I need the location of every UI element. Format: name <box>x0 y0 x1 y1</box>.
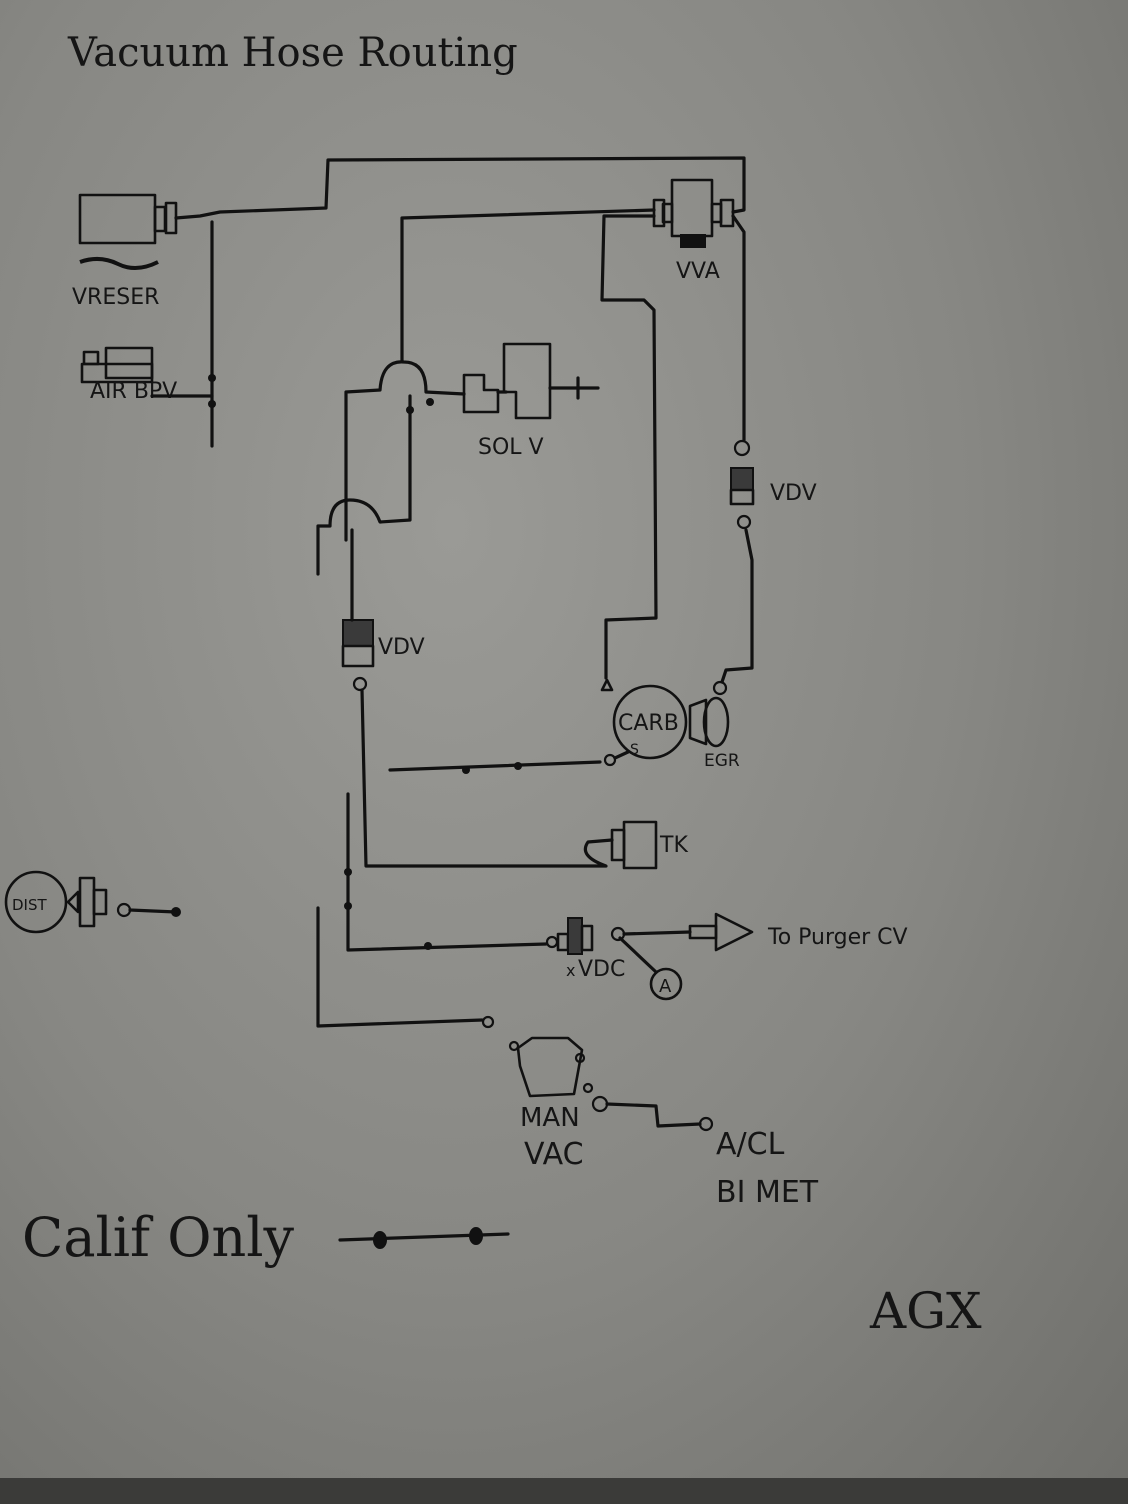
tk-component: TK <box>610 820 688 870</box>
vdv-left-component: VDV <box>341 619 425 692</box>
circle-a-marker: A <box>649 967 683 1001</box>
vreser-component: VRESER <box>72 193 178 310</box>
vdv-right-label: VDV <box>770 481 817 506</box>
vdc-label: VDC <box>578 957 625 982</box>
vreser-label: VRESER <box>72 285 159 310</box>
purge-cv-component: To Purger CV <box>688 912 908 952</box>
circle-a-label: A <box>659 976 672 997</box>
vdc-component: x VDC <box>545 917 625 982</box>
tk-label: TK <box>659 833 688 858</box>
manifold-vacuum-component: MAN VAC <box>481 1015 609 1172</box>
vdv-left-label: VDV <box>378 635 425 660</box>
purge-label: To Purger CV <box>767 925 908 950</box>
man-vac-line1: MAN <box>520 1103 580 1133</box>
air-bpv-component: AIR BPV <box>80 346 177 404</box>
air-bpv-label: AIR BPV <box>90 379 177 404</box>
vdc-mark: x <box>566 961 575 980</box>
sol-v-label: SOL V <box>478 435 544 460</box>
solenoid-valve-component: SOL V <box>462 342 600 460</box>
egr-label: EGR <box>704 751 740 771</box>
distributor-component: DIST <box>4 870 181 934</box>
acl-line2: BI MET <box>716 1175 819 1210</box>
carburetor-component: CARB S <box>600 678 688 760</box>
carb-port-label: S <box>630 742 639 758</box>
vva-component: VVA <box>652 178 735 284</box>
dark-table-edge <box>0 1478 1128 1504</box>
vdv-right-component: VDV <box>729 439 817 530</box>
vva-label: VVA <box>676 259 720 284</box>
carb-label: CARB <box>618 711 679 736</box>
legend-text: Calif Only <box>22 1206 295 1269</box>
dist-label: DIST <box>12 896 47 914</box>
man-vac-line2: VAC <box>524 1137 584 1172</box>
legend: Calif Only <box>22 1206 510 1269</box>
diagram-title: Vacuum Hose Routing <box>67 30 518 76</box>
egr-component: EGR <box>688 680 740 771</box>
signature: AGX <box>869 1282 982 1340</box>
hose-lines <box>150 156 754 1128</box>
acl-bimet-component: A/CL BI MET <box>698 1116 819 1210</box>
acl-line1: A/CL <box>716 1127 785 1162</box>
